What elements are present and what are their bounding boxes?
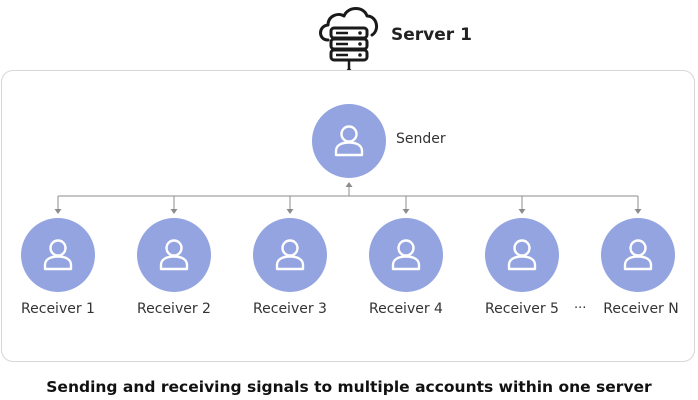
receiver-node xyxy=(253,218,327,292)
receiver-node xyxy=(21,218,95,292)
arrowhead-down xyxy=(54,209,62,214)
user-icon xyxy=(159,239,189,271)
user-icon xyxy=(275,239,305,271)
ellipsis: ··· xyxy=(574,301,587,316)
sender-label: Sender xyxy=(396,131,446,147)
arrowhead-down xyxy=(402,209,410,214)
user-icon xyxy=(623,239,653,271)
user-icon xyxy=(334,125,364,157)
user-icon xyxy=(507,239,537,271)
arrowhead-down xyxy=(286,209,294,214)
receiver-label: Receiver 2 xyxy=(137,301,211,317)
cloud-server-icon xyxy=(316,4,382,74)
receiver-node xyxy=(369,218,443,292)
receiver-label: Receiver N xyxy=(603,301,679,317)
user-icon xyxy=(391,239,421,271)
arrowhead-down xyxy=(634,209,642,214)
diagram-caption: Sending and receiving signals to multipl… xyxy=(46,378,652,396)
arrowhead-up xyxy=(345,182,353,187)
sender-node xyxy=(312,104,386,178)
server-title: Server 1 xyxy=(391,25,472,45)
receiver-label: Receiver 4 xyxy=(369,301,443,317)
receiver-label: Receiver 3 xyxy=(253,301,327,317)
receiver-label: Receiver 5 xyxy=(485,301,559,317)
arrowhead-down xyxy=(518,209,526,214)
receiver-node xyxy=(601,218,675,292)
receiver-node xyxy=(137,218,211,292)
arrowhead-down xyxy=(170,209,178,214)
receiver-node xyxy=(485,218,559,292)
receiver-label: Receiver 1 xyxy=(21,301,95,317)
user-icon xyxy=(43,239,73,271)
